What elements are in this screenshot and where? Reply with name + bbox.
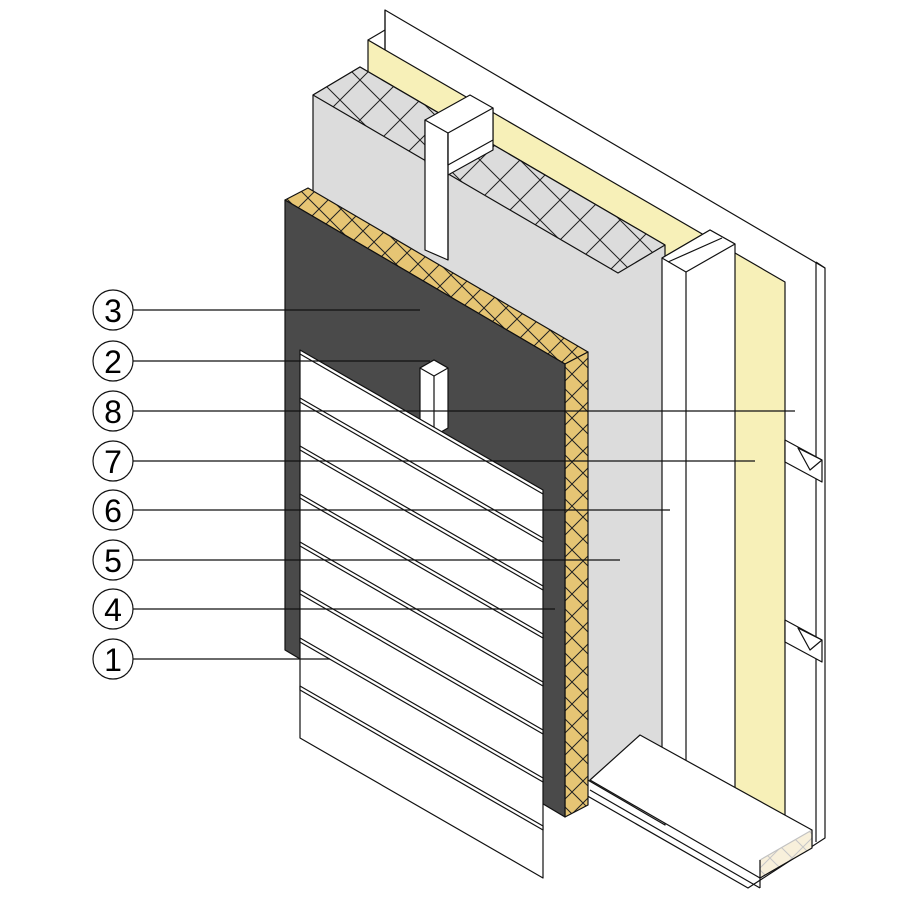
cladding-board-edge [299, 497, 544, 639]
callout-4-label: 4 [104, 592, 122, 628]
cladding-board-edge [299, 401, 544, 543]
callout-6: 6 [92, 489, 134, 531]
callout-2: 2 [92, 340, 134, 382]
callout-3-label: 3 [104, 293, 122, 329]
callout-4: 4 [92, 588, 134, 630]
timber-stud [661, 229, 736, 829]
cladding-board-edge [299, 689, 544, 831]
callout-1-label: 1 [104, 642, 122, 678]
bottom-plate [589, 734, 813, 889]
upper-stud [424, 94, 494, 261]
cladding-boards [299, 349, 544, 879]
callout-3: 3 [92, 289, 134, 331]
cladding-board-edge [299, 449, 544, 591]
callout-7: 7 [92, 440, 134, 482]
side-battens [784, 439, 823, 663]
cladding-board-edge [299, 353, 544, 495]
cladding-board [299, 685, 544, 879]
callout-8-label: 8 [104, 394, 122, 430]
callout-5: 5 [92, 539, 134, 581]
callout-7-label: 7 [104, 444, 122, 480]
cladding-board-edge [299, 593, 544, 735]
callout-1: 1 [92, 638, 134, 680]
callout-2-label: 2 [104, 344, 122, 380]
osb-board [284, 187, 589, 818]
cladding-board-edge [299, 641, 544, 783]
callout-6-label: 6 [104, 493, 122, 529]
cladding-board-edge [299, 545, 544, 687]
callout-5-label: 5 [104, 543, 122, 579]
leader-lines [133, 309, 795, 660]
batten [419, 359, 449, 437]
callout-8: 8 [92, 390, 134, 432]
